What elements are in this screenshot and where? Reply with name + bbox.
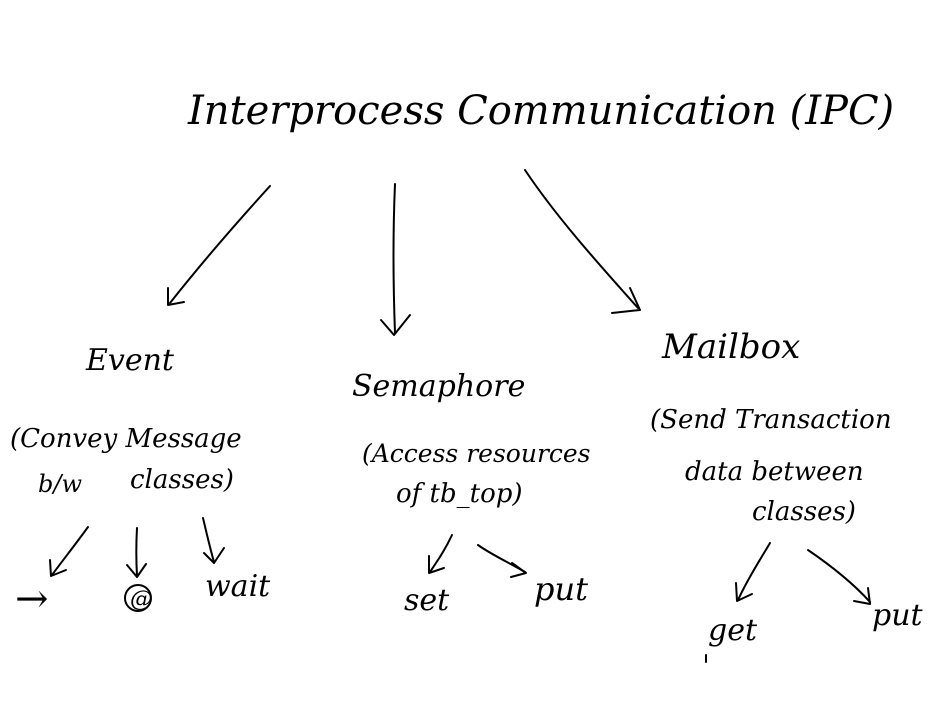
semaphore-child-set: set xyxy=(404,583,450,618)
arrow-semaphore-child-1 xyxy=(428,534,453,574)
arrow-event-child-3 xyxy=(202,517,225,564)
mailbox-child-put: put xyxy=(872,598,924,633)
branch-mailbox-name: Mailbox xyxy=(661,327,800,367)
semaphore-child-put: put xyxy=(534,570,588,608)
arrow-event-child-2 xyxy=(126,527,147,578)
arrow-to-event xyxy=(167,185,271,306)
mailbox-child-get: get xyxy=(708,613,758,648)
arrow-semaphore-child-2 xyxy=(477,544,527,578)
branch-semaphore-desc-line1: (Access resources xyxy=(362,439,591,468)
branch-mailbox-desc-line3: classes) xyxy=(752,497,856,527)
arrow-to-mailbox xyxy=(524,169,641,314)
branch-event-desc-line1: (Convey Message xyxy=(10,424,242,454)
arrow-mailbox-child-2 xyxy=(807,549,871,605)
event-child-arrow-symbol: → xyxy=(15,576,49,622)
arrow-mailbox-child-1 xyxy=(735,542,771,602)
branch-event-name: Event xyxy=(85,343,175,378)
event-child-at-circle xyxy=(124,584,152,612)
event-child-at: @ xyxy=(130,587,152,612)
branch-mailbox-desc-line1: (Send Transaction xyxy=(650,405,892,435)
branch-semaphore-name: Semaphore xyxy=(352,369,525,404)
branch-mailbox-desc-line2: data between xyxy=(685,457,864,487)
branch-event-desc-line2: b/w xyxy=(38,470,82,498)
event-child-wait: wait xyxy=(205,569,271,604)
arrow-event-child-1 xyxy=(49,526,89,577)
branch-semaphore-desc-line2: of tb_top) xyxy=(396,479,523,509)
branch-event-desc-line3: classes) xyxy=(130,465,234,495)
arrow-to-semaphore xyxy=(380,183,411,336)
diagram-title: Interprocess Communication (IPC) xyxy=(187,88,894,134)
